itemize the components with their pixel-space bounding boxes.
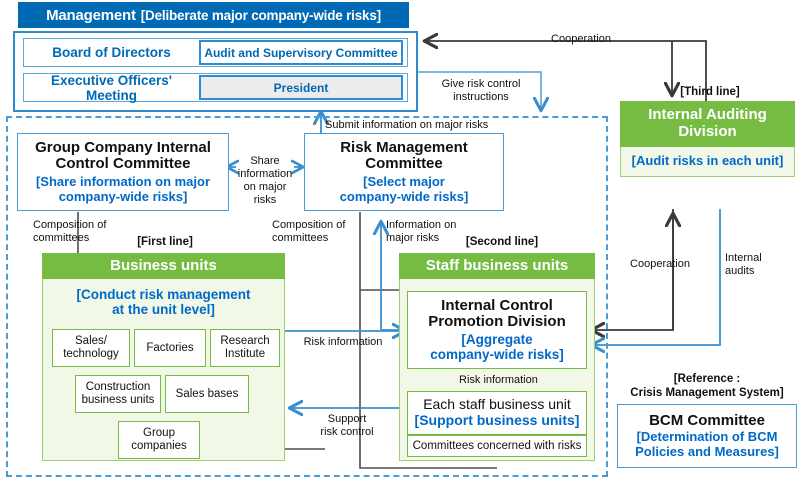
management-header: Management [Deliberate major company-wid… xyxy=(18,2,409,28)
support-l2: risk control xyxy=(320,425,374,438)
bcm-note-l2: Policies and Measures] xyxy=(635,443,779,459)
internal-audits-l1: Internal xyxy=(725,252,762,264)
unit-research-institute[interactable]: Research Institute xyxy=(210,329,280,367)
audit-supervisory-committee-chip[interactable]: Audit and Supervisory Committee xyxy=(199,40,403,65)
icpd-note-l2: company-wide risks] xyxy=(430,347,564,363)
rmc-note-line1: [Select major xyxy=(363,174,445,190)
cooperation-right-text: Cooperation xyxy=(630,258,690,270)
business-units-header-text: Business units xyxy=(110,256,217,274)
bcm-ref-l2: Crisis Management System] xyxy=(630,386,784,399)
executive-officers-meeting-label: Executive Officers' Meeting xyxy=(50,72,173,103)
share-information-label: Share information on major risks xyxy=(232,155,298,207)
group-company-internal-control-committee[interactable]: Group Company Internal Control Committee… xyxy=(17,133,229,211)
risk-info-inner-text: Risk information xyxy=(459,374,538,386)
give-risk-control-label: Give risk control instructions xyxy=(429,78,533,104)
support-l1: Support xyxy=(327,413,367,425)
gcicc-title-line2: Control Committee xyxy=(55,155,191,173)
share-info-l1: Share xyxy=(250,155,280,167)
support-risk-control-label: Support risk control xyxy=(300,413,394,439)
each-staff-business-unit[interactable]: Each staff business unit [Support busine… xyxy=(407,391,587,435)
info-risks-l2: major risks xyxy=(386,231,440,244)
bu-note-l1: [Conduct risk management xyxy=(76,287,251,302)
line-give-risk-control xyxy=(418,71,541,110)
composition-right-label: Composition of committees xyxy=(272,219,382,245)
cooperation-right-label: Cooperation xyxy=(615,258,705,271)
management-row-board[interactable]: Board of Directors Audit and Supervisory… xyxy=(23,38,408,67)
president-chip[interactable]: President xyxy=(199,75,403,100)
comp-right-l1: Composition of xyxy=(272,219,346,231)
bcm-reference-label: [Reference : Crisis Management System] xyxy=(617,373,797,400)
management-note: [Deliberate major company-wide risks] xyxy=(140,7,381,23)
iad-note: [Audit risks in each unit] xyxy=(631,153,784,169)
risk-information-left-label: Risk information xyxy=(288,336,398,349)
committees-concerned-with-risks[interactable]: Committees concerned with risks xyxy=(407,435,587,457)
rmc-title-line1: Risk Management xyxy=(340,138,468,156)
share-info-l2: information xyxy=(237,167,293,180)
bcm-committee[interactable]: BCM Committee [Determination of BCM Poli… xyxy=(617,404,797,468)
risk-info-left-text: Risk information xyxy=(303,336,383,348)
internal-control-promotion-division[interactable]: Internal Control Promotion Division [Agg… xyxy=(407,291,587,369)
share-info-l3: on major risks xyxy=(243,180,287,206)
rmc-title-line2: Committee xyxy=(365,155,443,173)
unit-factories[interactable]: Factories xyxy=(134,329,206,367)
internal-auditing-division-header: Internal Auditing Division xyxy=(620,101,795,147)
management-title: Management xyxy=(46,6,136,24)
information-major-risks-label: Information on major risks xyxy=(386,219,486,245)
cooperation-top-text: Cooperation xyxy=(551,33,611,45)
comp-left-l2: committees xyxy=(33,231,90,244)
second-line-tag: [Second line] xyxy=(452,236,552,248)
unit-sales-technology[interactable]: Sales/ technology xyxy=(52,329,130,367)
second-line-text: [Second line] xyxy=(465,236,539,248)
composition-left-label: Composition of committees xyxy=(33,219,143,245)
icpd-title-l1: Internal Control xyxy=(441,296,553,314)
unit-construction-business-units[interactable]: Construction business units xyxy=(75,375,161,413)
first-line-tag: [First line] xyxy=(125,236,205,248)
give-risk-l2: instructions xyxy=(453,90,509,103)
each-unit-title: Each staff business unit xyxy=(423,396,571,413)
internal-audits-label: Internal audits xyxy=(725,252,795,278)
cooperation-top-label: Cooperation xyxy=(521,33,641,46)
business-units-header: Business units xyxy=(42,253,285,279)
risk-management-committee[interactable]: Risk Management Committee [Select major … xyxy=(304,133,504,211)
third-line-text: [Third line] xyxy=(680,86,740,98)
bcm-note-l1: [Determination of BCM xyxy=(636,429,778,445)
rmc-note-line2: company-wide risks] xyxy=(339,188,469,204)
gcicc-title-line1: Group Company Internal xyxy=(35,138,211,156)
internal-auditing-division-body[interactable]: [Audit risks in each unit] xyxy=(620,147,795,177)
give-risk-l1: Give risk control xyxy=(441,78,521,90)
bcm-ref-l1: [Reference : xyxy=(673,373,741,385)
management-row-executive[interactable]: Executive Officers' Meeting President xyxy=(23,72,408,103)
unit-sales-bases[interactable]: Sales bases xyxy=(165,375,249,413)
info-risks-l1: Information on xyxy=(386,219,457,231)
gcicc-note-line1: [Share information on major xyxy=(35,174,211,190)
staff-business-units-header: Staff business units xyxy=(399,253,595,279)
iad-title-line2: Division xyxy=(678,123,737,140)
comp-right-l2: committees xyxy=(272,231,329,244)
unit-group-companies[interactable]: Group companies xyxy=(118,421,200,459)
board-of-directors-label: Board of Directors xyxy=(52,45,171,60)
submit-info-text: Submit information on major risks xyxy=(325,119,489,131)
staff-units-header-text: Staff business units xyxy=(425,256,569,274)
three-lines-region xyxy=(6,116,608,477)
bcm-title: BCM Committee xyxy=(649,411,765,429)
first-line-text: [First line] xyxy=(137,236,193,248)
iad-title-line1: Internal Auditing xyxy=(648,106,767,124)
bu-note-l2: at the unit level] xyxy=(112,302,215,318)
line-cooperation-right xyxy=(592,209,721,345)
third-line-tag: [Third line] xyxy=(620,86,800,98)
icpd-note-l1: [Aggregate xyxy=(461,332,533,348)
gcicc-note-line2: company-wide risks] xyxy=(58,188,188,204)
internal-audits-l2: audits xyxy=(725,264,755,277)
comp-left-l1: Composition of xyxy=(33,219,107,231)
submit-info-label: Submit information on major risks xyxy=(325,119,555,132)
committees-text: Committees concerned with risks xyxy=(412,439,582,452)
icpd-title-l2: Promotion Division xyxy=(428,313,566,331)
line-cooperation-top xyxy=(425,41,707,103)
risk-information-inner-label: Risk information xyxy=(459,374,569,387)
each-unit-note: [Support business units] xyxy=(414,412,580,428)
